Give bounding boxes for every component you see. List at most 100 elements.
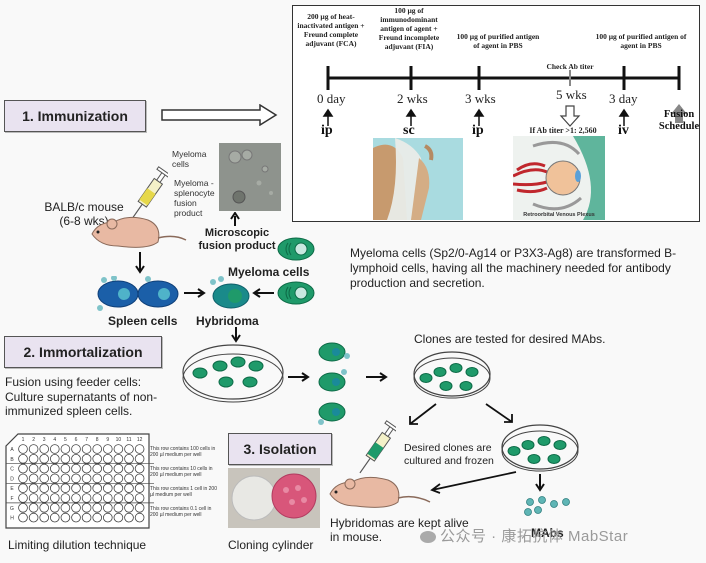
- plate-well: [28, 473, 39, 484]
- plate-well: [49, 463, 60, 474]
- plate-column-label: 12: [137, 437, 143, 443]
- plate-well: [113, 463, 124, 474]
- plate-well: [71, 463, 81, 474]
- plate-column-label: 7: [85, 437, 88, 443]
- plate-note-row-gh: This row contains 0.1 cell in 200 µl med…: [150, 506, 212, 518]
- mouse-age: (6-8 wks): [59, 214, 109, 228]
- timeline-route-0: ip: [321, 123, 333, 138]
- micrograph-image: [219, 143, 281, 211]
- timeline-titer-condition: If Ab titer >1: 2,560: [529, 126, 597, 135]
- plate-well: [39, 444, 49, 454]
- plate-well: [81, 503, 92, 513]
- timeline-note-3: Check Ab titer: [546, 62, 594, 71]
- down-right-arrow-icon: [485, 403, 513, 423]
- plate-well: [92, 483, 102, 493]
- down-arrow-icon: [231, 327, 241, 343]
- hybridoma-label: Hybridoma: [196, 314, 259, 328]
- plate-row-label: F: [10, 496, 13, 502]
- timeline-route-1: sc: [403, 123, 415, 138]
- watermark: 公众号 · 康拓抗体 MabStar: [420, 525, 628, 546]
- plate-row-label: B: [10, 457, 14, 463]
- plate-note-row-ab: This row contains 100 cells in 200 µl me…: [150, 446, 216, 458]
- plate-column-label: 11: [126, 437, 131, 443]
- myeloma-label: Myeloma cells: [228, 265, 310, 279]
- stage-isolation: 3. Isolation: [228, 433, 332, 465]
- frozen-clones-dish: [501, 424, 579, 472]
- plate-column-label: 8: [96, 437, 99, 443]
- plate-well: [113, 503, 124, 513]
- syringe-icon: [131, 166, 168, 220]
- sc-injection-photo: [373, 138, 463, 220]
- wechat-icon: [420, 531, 436, 544]
- host-mouse-illustration: [329, 476, 431, 508]
- syringe-icon: [359, 420, 396, 474]
- plate-row-label: D: [10, 476, 14, 482]
- plate-well: [39, 473, 49, 484]
- plate-well: [28, 512, 39, 523]
- plate-well: [39, 493, 49, 503]
- timeline-time-4: 3 day: [609, 91, 638, 106]
- plate-well: [113, 512, 124, 523]
- plate-well: [71, 453, 81, 464]
- plate-well: [49, 444, 60, 454]
- left-arrow-icon: [430, 471, 517, 494]
- timeline-fusion-schedule: Fusion Schedule: [658, 109, 700, 132]
- immunization-timeline-panel: 200 µg of heat-inactivated antigen + Fre…: [292, 5, 700, 222]
- plate-well: [103, 512, 113, 523]
- plate-well: [60, 503, 71, 513]
- plate-well: [81, 453, 92, 464]
- plate-note-row-cd: This row contains 10 cells in 200 µl med…: [150, 466, 213, 478]
- plate-well: [103, 473, 113, 484]
- plate-note-row-ef: This row contains 1 cell in 200 µl mediu…: [150, 486, 217, 498]
- timeline-axis: [322, 66, 687, 127]
- plate-well: [124, 493, 134, 503]
- timeline-time-0: 0 day: [317, 91, 346, 106]
- plate-well: [134, 493, 145, 503]
- plate-well: [113, 483, 124, 493]
- plate-well: [18, 493, 28, 503]
- plate-well: [71, 493, 81, 503]
- plate-well: [81, 493, 92, 503]
- plate-column-label: 4: [53, 437, 56, 443]
- stage-immortalization: 2. Immortalization: [4, 336, 162, 368]
- right-arrow-icon: [366, 372, 388, 382]
- plate-well: [28, 503, 39, 513]
- timeline-time-2: 3 wks: [465, 91, 496, 106]
- plate-well: [49, 503, 60, 513]
- plate-well: [134, 463, 145, 474]
- hybridoma-cell-icon: [210, 276, 250, 309]
- fusion-arrow-icon: [671, 104, 687, 123]
- plate-well: [18, 503, 28, 513]
- plate-well: [103, 483, 113, 493]
- plate-well: [113, 493, 124, 503]
- plate-well: [71, 483, 81, 493]
- plate-well: [134, 453, 145, 464]
- plate-well: [39, 463, 49, 474]
- plate-well: [81, 463, 92, 474]
- plate-well: [18, 453, 28, 464]
- plate-well: [28, 444, 39, 454]
- right-arrow-icon: [184, 288, 206, 298]
- clones-tested-text: Clones are tested for desired MAbs.: [414, 332, 606, 346]
- down-arrow-icon: [535, 474, 545, 492]
- mouse-label: BALB/c mouse (6-8 wks): [44, 200, 124, 228]
- timeline-note-1: 100 µg of immunodominant antigen of agen…: [378, 6, 440, 51]
- plate-well: [124, 453, 134, 464]
- plate-well: [71, 473, 81, 484]
- eye-caption: Retroorbital Venous Plexus: [523, 212, 595, 218]
- plate-well: [113, 473, 124, 484]
- plate-well: [124, 512, 134, 523]
- plate-well: [71, 503, 81, 513]
- plate-well: [134, 483, 145, 493]
- timeline-time-1: 2 wks: [397, 91, 428, 106]
- plate-well: [60, 512, 71, 523]
- plate-well: [103, 444, 113, 454]
- plate-well: [124, 473, 134, 484]
- plate-row-label: G: [10, 506, 14, 512]
- cloning-cylinder-photo: [228, 468, 320, 528]
- left-arrow-icon: [252, 288, 274, 298]
- cloning-cylinder-label: Cloning cylinder: [228, 538, 314, 552]
- plate-row-label: E: [10, 486, 14, 492]
- plate-well: [18, 512, 28, 523]
